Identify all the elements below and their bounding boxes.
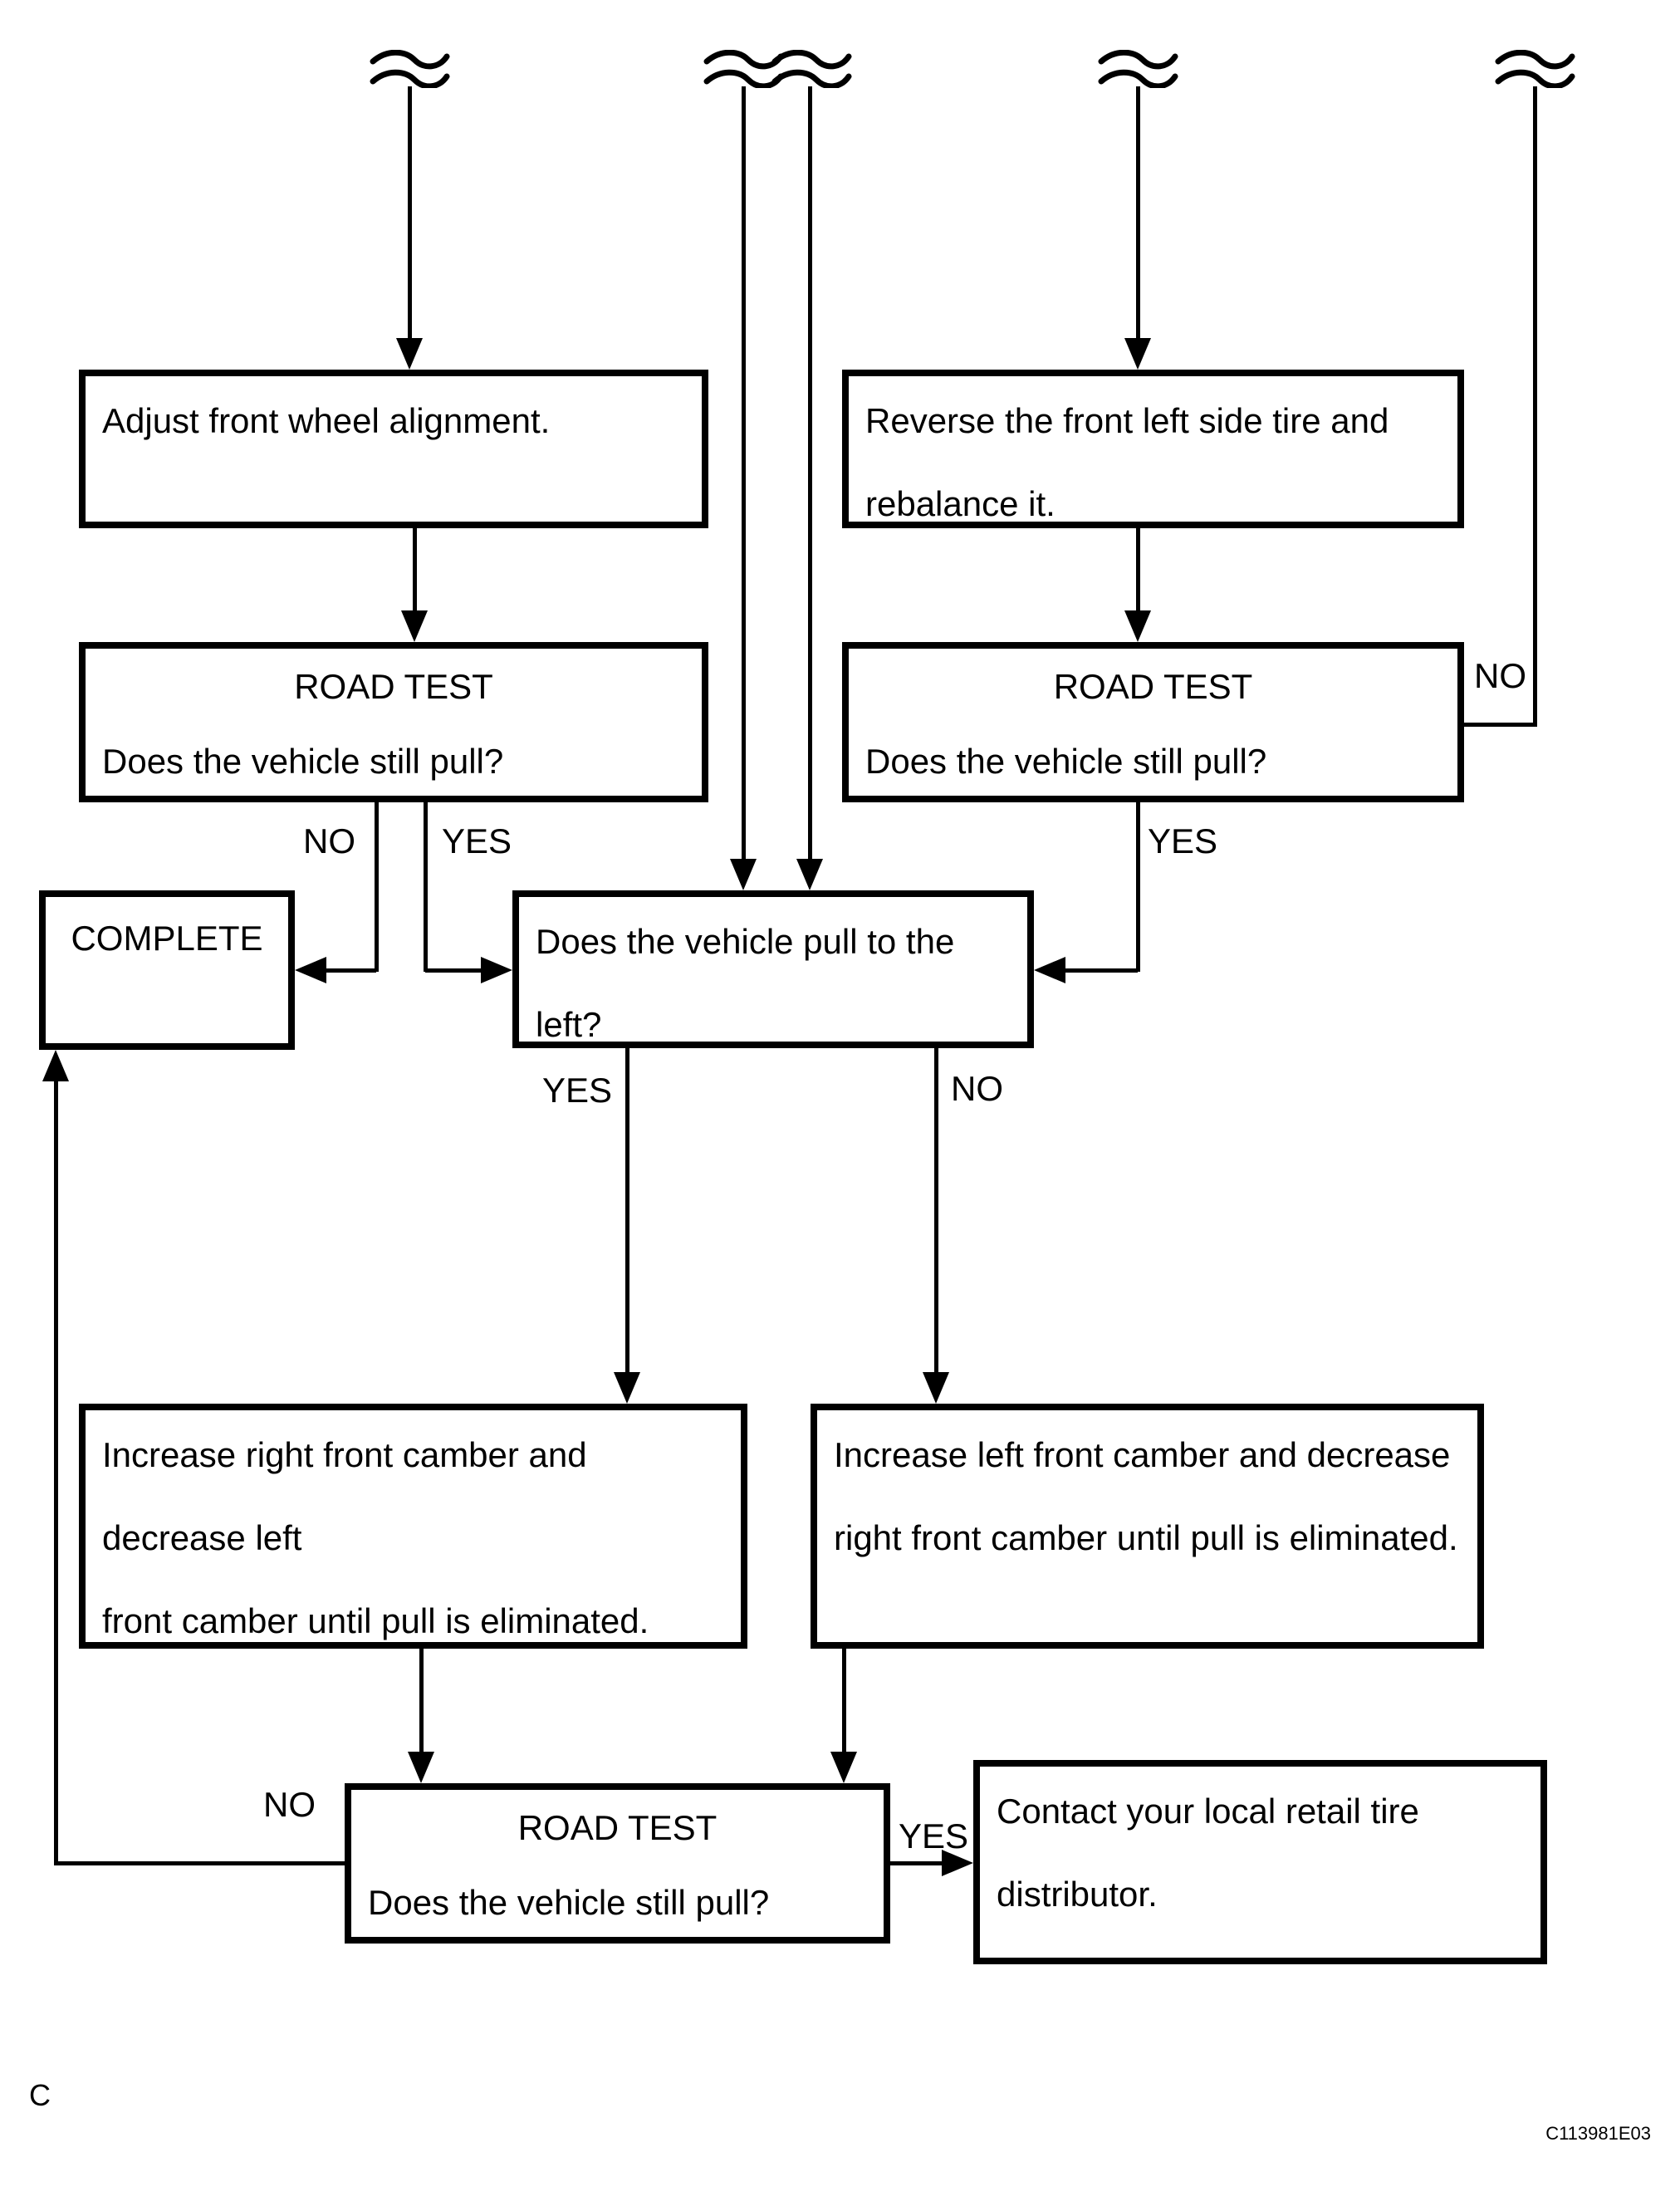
page-letter: C — [29, 2078, 51, 2112]
box-text-line1: Reverse the front left side tire and — [865, 401, 1389, 440]
break-symbol-icon — [368, 50, 451, 88]
connector-line — [375, 802, 379, 972]
box-reverse-tire: Reverse the front left side tire and reb… — [842, 370, 1464, 528]
box-text: COMPLETE — [71, 919, 263, 958]
box-road-test-left: ROAD TEST Does the vehicle still pull? — [79, 642, 708, 802]
box-text-line1: Increase left front camber and decrease — [834, 1435, 1451, 1474]
connector-line — [1136, 86, 1140, 340]
connector-line — [54, 1080, 58, 1865]
connector-line — [742, 86, 746, 860]
branch-label-no: NO — [951, 1069, 1003, 1108]
figure-code: C113981E03 — [1545, 2123, 1651, 2144]
road-test-title: ROAD TEST — [1053, 667, 1253, 706]
connector-line — [625, 1048, 629, 1374]
connector-line — [1533, 86, 1537, 726]
branch-label-yes: YES — [442, 821, 512, 860]
break-symbol-icon — [1096, 50, 1179, 88]
arrow-right-icon — [481, 957, 512, 983]
branch-label-yes: YES — [899, 1816, 969, 1855]
break-symbol-icon — [770, 50, 853, 88]
arrow-down-icon — [923, 1372, 949, 1404]
road-test-question: Does the vehicle still pull? — [102, 742, 504, 781]
arrow-down-icon — [1124, 610, 1151, 642]
connector-line — [934, 1048, 938, 1374]
branch-label-no: NO — [1474, 656, 1526, 695]
arrow-down-icon — [401, 610, 428, 642]
branch-label-yes: YES — [541, 1071, 612, 1110]
box-text: Adjust front wheel alignment. — [102, 401, 551, 440]
box-complete: COMPLETE — [39, 890, 295, 1050]
box-camber-left: Increase right front camber and decrease… — [79, 1404, 747, 1649]
road-test-question: Does the vehicle still pull? — [368, 1883, 770, 1922]
arrow-up-icon — [42, 1050, 69, 1081]
connector-line — [425, 968, 482, 973]
arrow-down-icon — [614, 1372, 640, 1404]
arrow-down-icon — [408, 1752, 434, 1783]
box-text: Does the vehicle pull to the left? — [536, 922, 955, 1044]
road-test-title: ROAD TEST — [294, 667, 493, 706]
connector-line — [890, 1861, 943, 1865]
box-text-line2: right front camber until pull is elimina… — [834, 1518, 1458, 1557]
road-test-question: Does the vehicle still pull? — [865, 742, 1267, 781]
arrow-left-icon — [1034, 957, 1065, 983]
connector-line — [424, 802, 428, 972]
connector-line — [1464, 723, 1537, 727]
box-text-line1: Increase right front camber and decrease… — [102, 1435, 587, 1557]
arrow-down-icon — [830, 1752, 857, 1783]
box-road-test-bottom: ROAD TEST Does the vehicle still pull? — [345, 1783, 890, 1944]
connector-line — [325, 968, 376, 973]
connector-line — [1136, 528, 1140, 612]
connector-line — [1064, 968, 1138, 973]
box-text: Contact your local retail tire distribut… — [997, 1792, 1419, 1914]
road-test-title: ROAD TEST — [517, 1808, 718, 1847]
box-camber-right: Increase left front camber and decrease … — [811, 1404, 1484, 1649]
box-contact-distributor: Contact your local retail tire distribut… — [973, 1760, 1547, 1964]
box-text-line2: rebalance it. — [865, 484, 1056, 523]
connector-line — [419, 1649, 424, 1753]
box-pull-left-question: Does the vehicle pull to the left? — [512, 890, 1034, 1048]
connector-line — [413, 528, 417, 612]
arrow-down-icon — [1124, 338, 1151, 370]
connector-line — [56, 1861, 345, 1865]
arrow-down-icon — [396, 338, 423, 370]
arrow-down-icon — [796, 859, 823, 890]
box-road-test-right: ROAD TEST Does the vehicle still pull? — [842, 642, 1464, 802]
box-adjust-alignment: Adjust front wheel alignment. — [79, 370, 708, 528]
branch-label-no: NO — [303, 821, 355, 860]
branch-label-no: NO — [263, 1785, 316, 1824]
box-text-line2: front camber until pull is eliminated. — [102, 1601, 649, 1640]
branch-label-yes: YES — [1148, 821, 1218, 860]
arrow-down-icon — [730, 859, 757, 890]
arrow-left-icon — [295, 957, 326, 983]
connector-line — [1136, 802, 1140, 972]
connector-line — [808, 86, 812, 860]
connector-line — [842, 1649, 846, 1753]
arrow-right-icon — [942, 1850, 973, 1876]
break-symbol-icon — [1493, 50, 1576, 88]
break-symbol-icon — [702, 50, 785, 88]
connector-line — [408, 86, 412, 340]
